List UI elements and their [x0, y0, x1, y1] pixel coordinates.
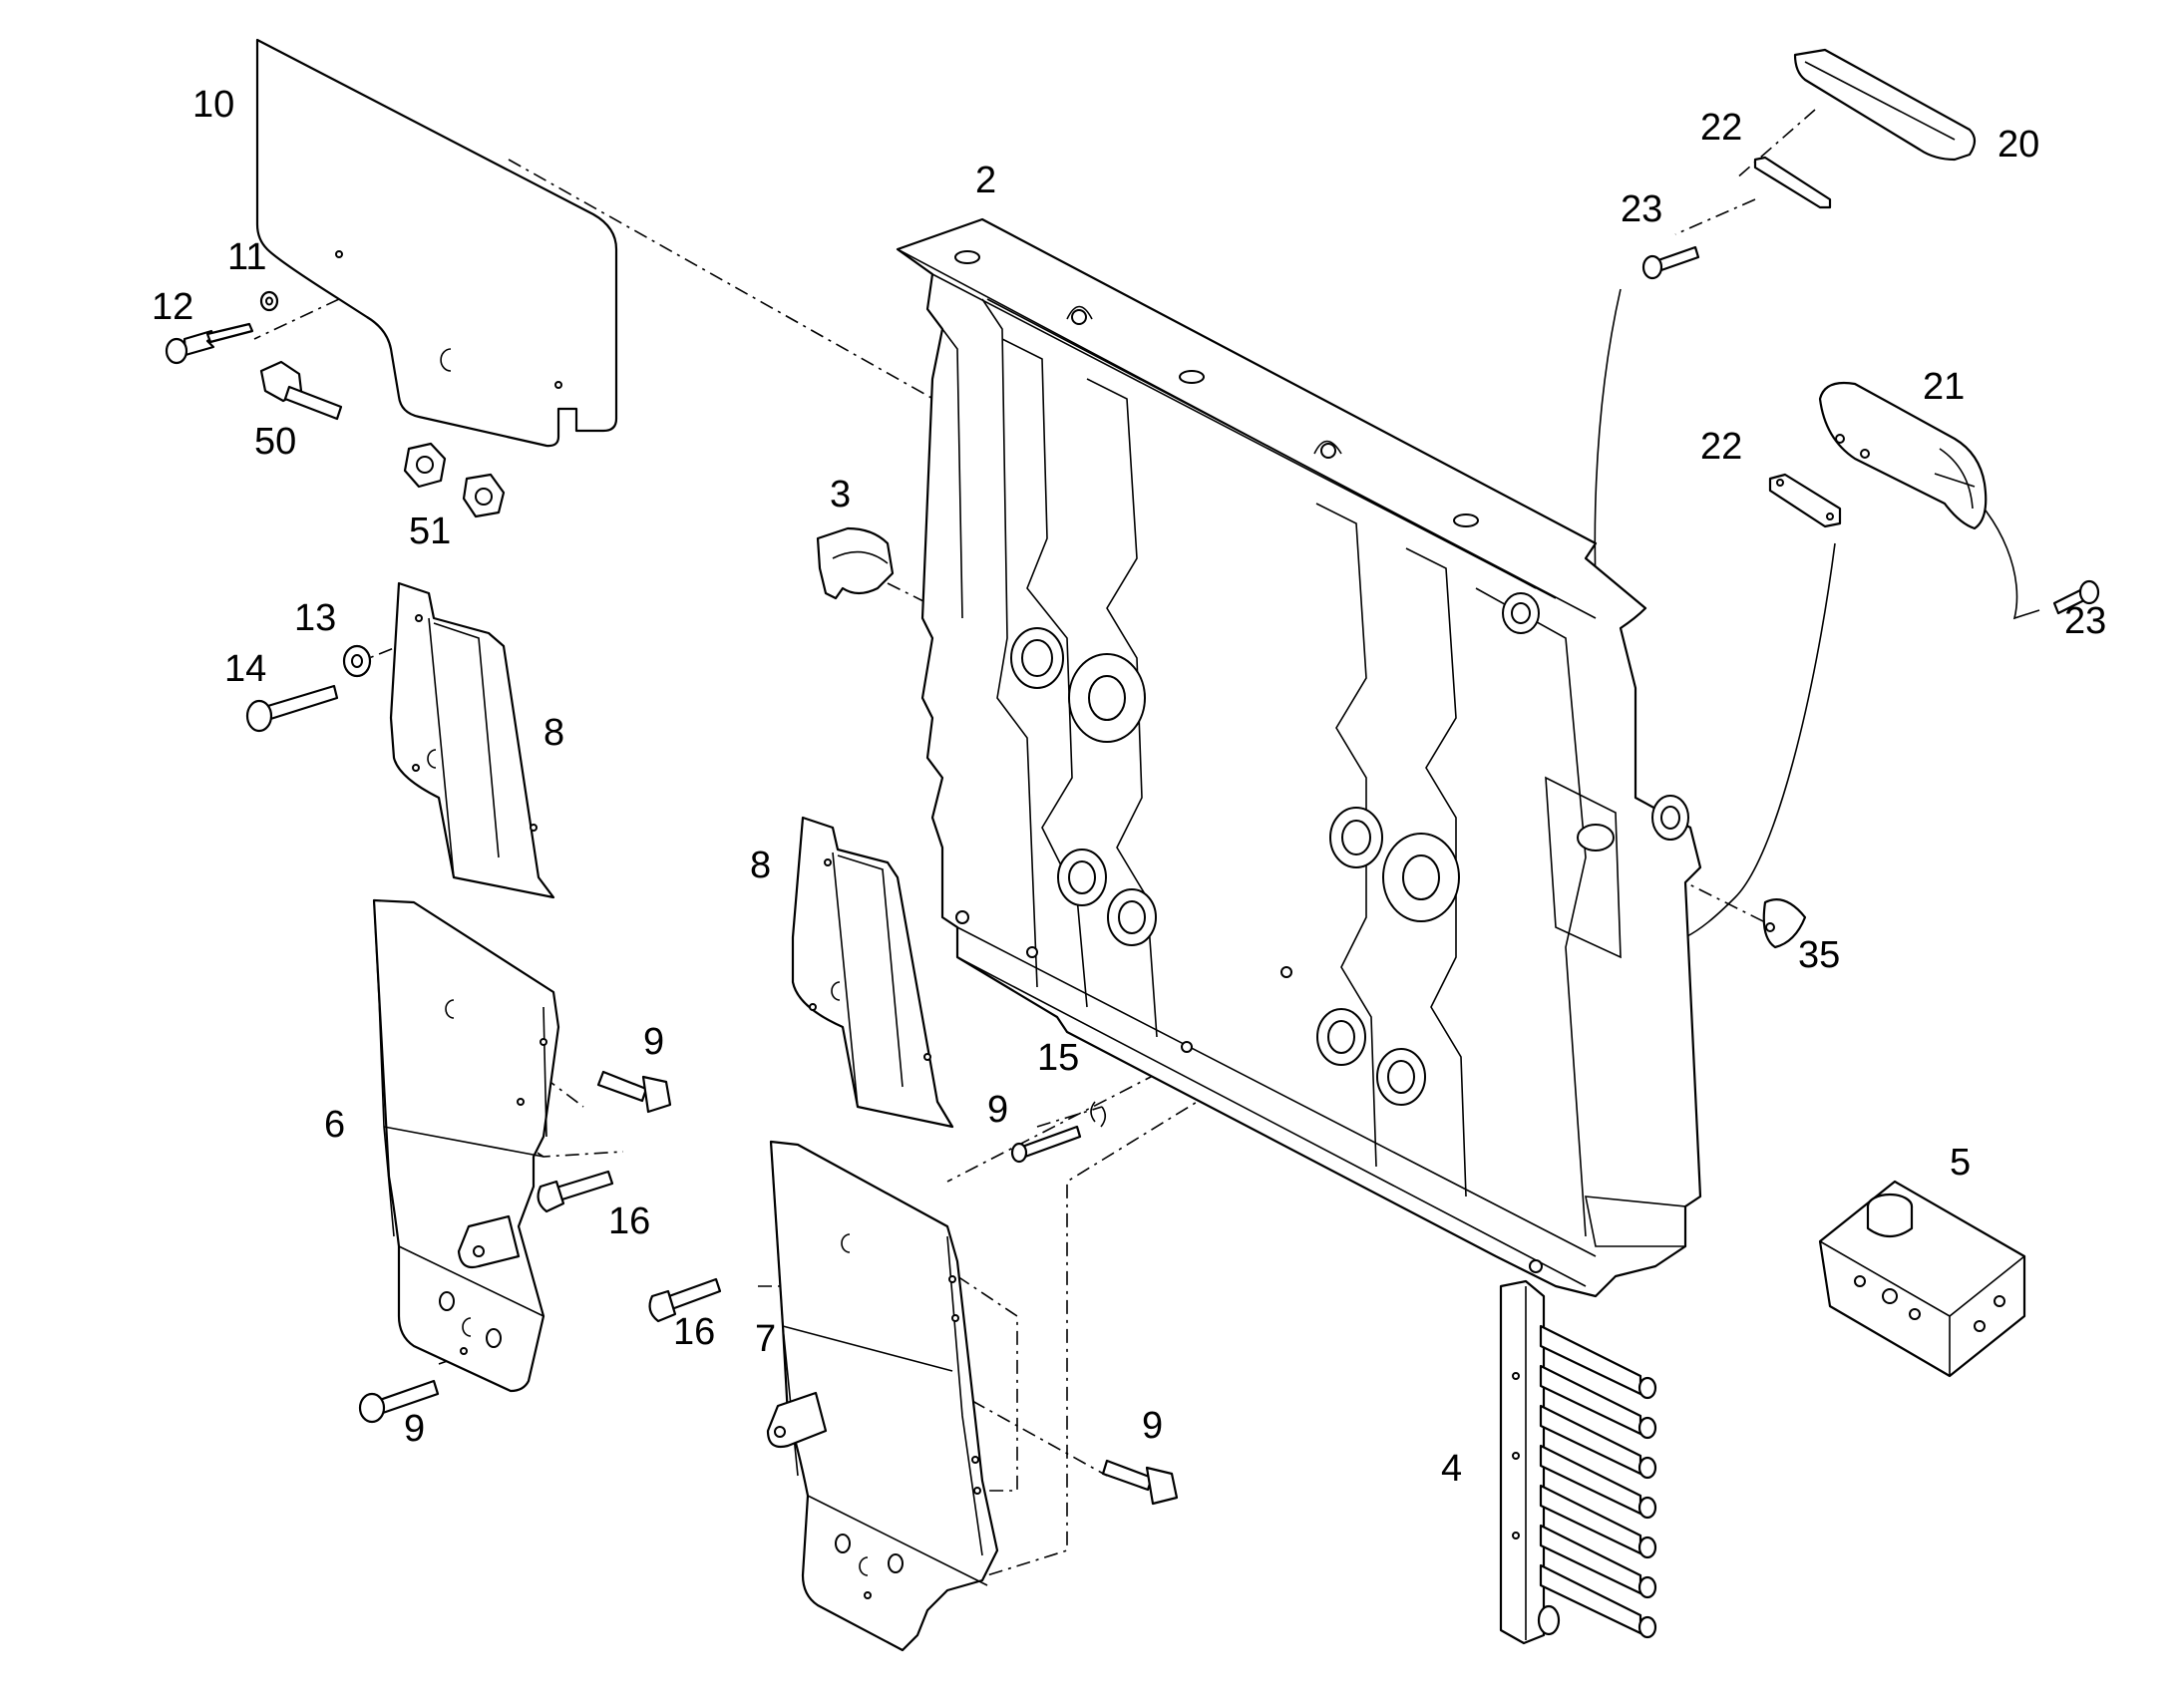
callout-13: 13 [294, 597, 336, 639]
part-51-nut-left [403, 442, 447, 489]
part-50-bolt [259, 360, 343, 421]
callout-7: 7 [755, 1318, 776, 1360]
callout-22-a: 22 [1700, 107, 1742, 149]
callout-15: 15 [1037, 1037, 1079, 1079]
callout-50: 50 [254, 421, 296, 463]
callout-20: 20 [1998, 124, 2039, 166]
part-51-nut-right [462, 473, 506, 518]
callout-14: 14 [224, 648, 266, 690]
part-23-bolt-b [2052, 579, 2100, 615]
part-9-bolt-b [358, 1379, 440, 1424]
callout-23-b: 23 [2064, 600, 2106, 642]
callout-9-a: 9 [643, 1021, 664, 1063]
callout-9-b: 9 [404, 1408, 425, 1450]
part-10-cover-plate [255, 38, 618, 448]
callout-2: 2 [975, 160, 996, 201]
callout-21: 21 [1923, 366, 1965, 408]
callout-35: 35 [1798, 934, 1840, 976]
callout-9-c: 9 [1142, 1405, 1163, 1447]
part-22-bar-a [1753, 156, 1832, 209]
part-9-bolt-a [596, 1070, 672, 1114]
callout-6: 6 [324, 1104, 345, 1146]
callout-9-d: 9 [987, 1089, 1008, 1131]
callout-8-left: 8 [544, 712, 564, 754]
callout-23-a: 23 [1621, 188, 1662, 230]
part-13-washer [342, 644, 372, 678]
part-14-bolt [245, 684, 339, 733]
callout-22-b: 22 [1700, 426, 1742, 468]
part-3-bracket [816, 526, 895, 600]
callout-11: 11 [227, 236, 266, 278]
part-22-bar-b [1768, 473, 1842, 528]
callout-3: 3 [830, 474, 851, 515]
part-5-valve-block [1818, 1180, 2026, 1378]
part-8-bracket-left [389, 581, 555, 899]
callout-5: 5 [1950, 1142, 1971, 1184]
callout-16-b: 16 [673, 1311, 715, 1353]
part-23-bolt-a [1641, 245, 1700, 280]
part-8-bracket-right [791, 816, 954, 1129]
part-4-manifold [1499, 1279, 1657, 1645]
callout-4: 4 [1441, 1448, 1462, 1490]
callout-8-right: 8 [750, 845, 771, 886]
callout-labels: 2 3 4 5 6 7 8 8 9 9 9 9 10 11 12 13 14 1… [152, 84, 2106, 1490]
part-2-main-frame [896, 217, 1702, 1298]
callout-12: 12 [152, 286, 193, 328]
part-16-bolt-b [648, 1277, 722, 1323]
callout-10: 10 [192, 84, 234, 126]
part-12-bolt [165, 322, 254, 365]
part-20-bar [1793, 48, 1977, 162]
part-6-guard [372, 898, 560, 1393]
callout-51: 51 [409, 511, 451, 552]
part-11-washer [259, 290, 279, 312]
callout-16-a: 16 [608, 1200, 650, 1242]
part-9-bolt-c [1101, 1459, 1179, 1506]
part-9-bolt-d [1010, 1125, 1082, 1164]
manifold-valves [1539, 1324, 1657, 1639]
part-16-bolt-a [537, 1170, 614, 1213]
part-7-guard [766, 1140, 999, 1652]
part-21-cover [1818, 381, 1988, 530]
part-15-clip [1090, 1101, 1107, 1128]
part-35-clip [1762, 898, 1807, 949]
